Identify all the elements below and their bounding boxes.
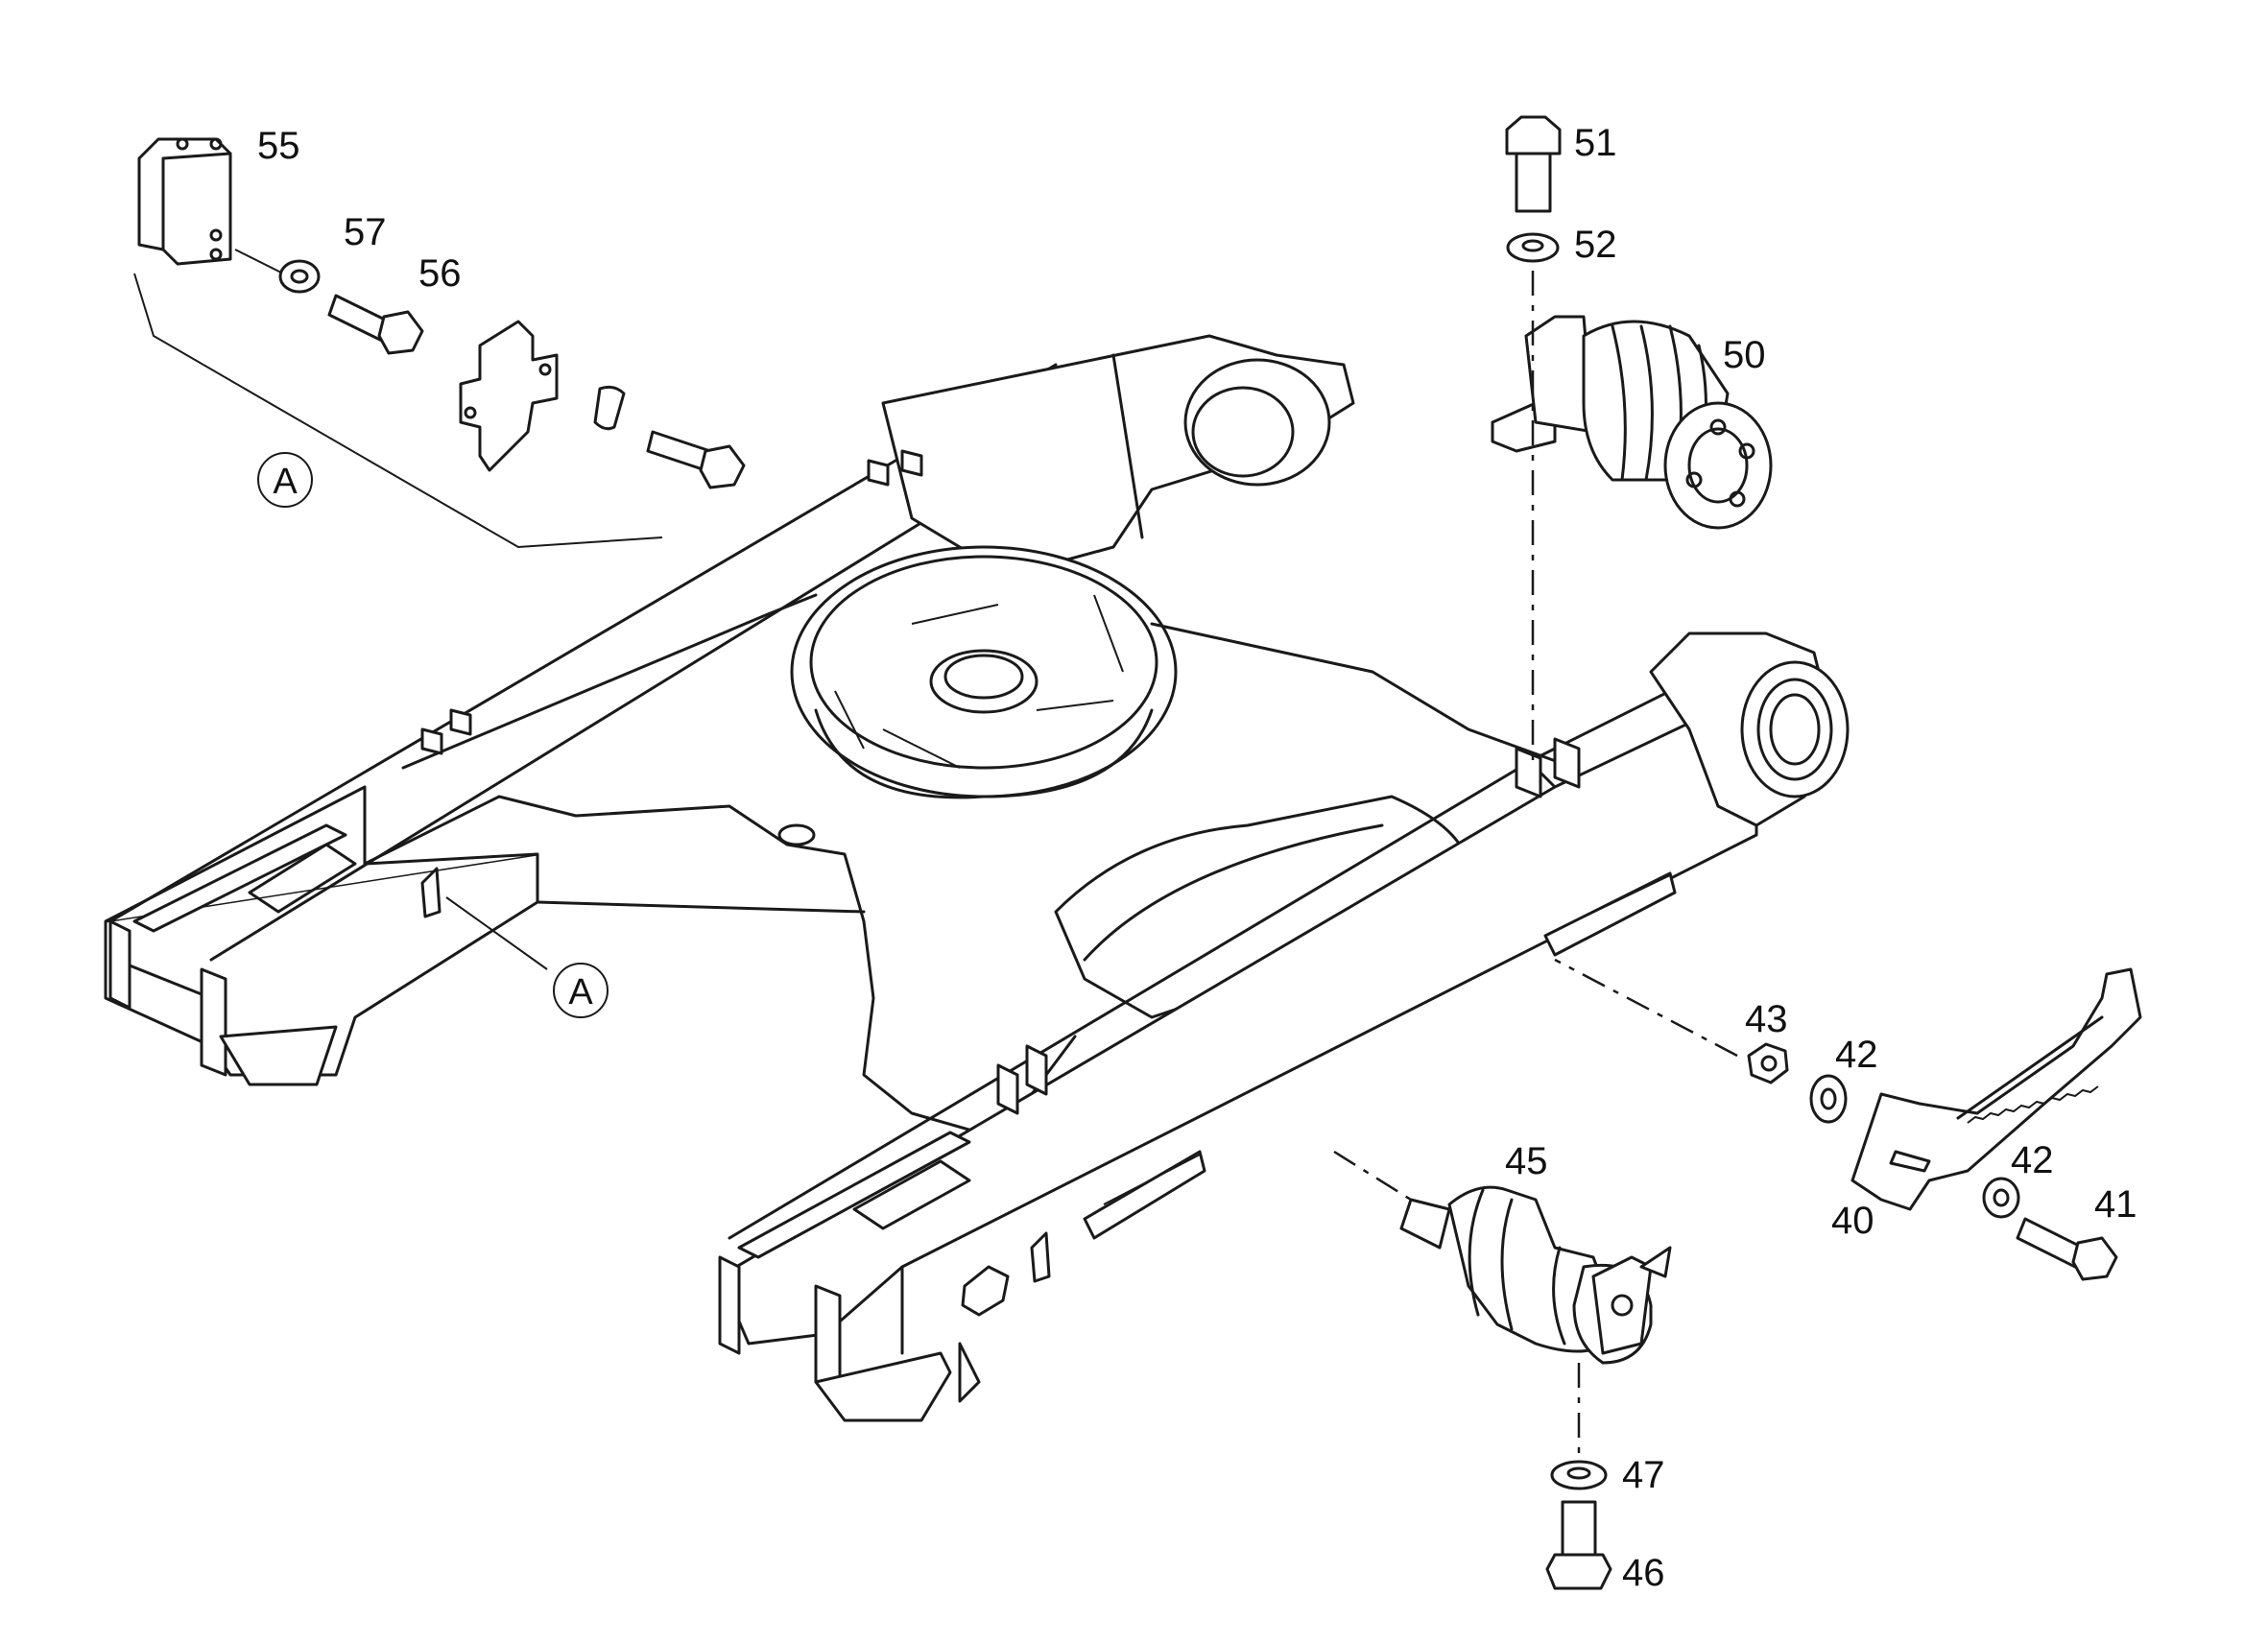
callout-41: 41 [2094, 1183, 2137, 1226]
part-46-bolt [1545, 1500, 1612, 1590]
part-40-guard [1850, 967, 2142, 1211]
part-52-washer [1506, 232, 1560, 263]
callout-43: 43 [1745, 998, 1788, 1040]
part-41-bolt [2016, 1217, 2118, 1281]
detail-ref-a-top: A [257, 452, 313, 508]
part-56-bolt [327, 294, 424, 355]
part-47-washer [1550, 1460, 1608, 1490]
part-51-bolt [1505, 115, 1562, 213]
part-50-carrier-roller [1491, 315, 1773, 530]
callout-56: 56 [418, 252, 462, 295]
part-57-washer [278, 259, 321, 294]
callout-47: 47 [1622, 1454, 1665, 1496]
part-42-washer [1809, 1074, 1848, 1124]
callout-50: 50 [1723, 334, 1766, 376]
callout-45: 45 [1505, 1140, 1548, 1182]
part-55-block [137, 137, 284, 274]
callout-40: 40 [1831, 1200, 1874, 1242]
callout-46: 46 [1622, 1552, 1665, 1594]
callout-51: 51 [1574, 122, 1617, 164]
detail-ref-a-frame-label: A [568, 972, 593, 1013]
callout-42: 42 [1835, 1034, 1878, 1076]
part-45-track-roller [1399, 1185, 1672, 1365]
callout-57: 57 [344, 211, 387, 253]
callout-55: 55 [257, 125, 300, 167]
undercarriage-frame [104, 334, 1850, 1422]
detail-ref-a-top-label: A [273, 462, 298, 502]
detail-ref-a-frame: A [553, 963, 609, 1018]
part-42-washer-2 [1982, 1177, 2020, 1219]
part-43-nut [1747, 1042, 1789, 1084]
leader-lines [445, 271, 1738, 1454]
callout-42-second: 42 [2011, 1139, 2054, 1181]
detail-a-plate [459, 320, 746, 489]
detail-a-leader [133, 273, 663, 549]
callout-52: 52 [1574, 224, 1617, 266]
